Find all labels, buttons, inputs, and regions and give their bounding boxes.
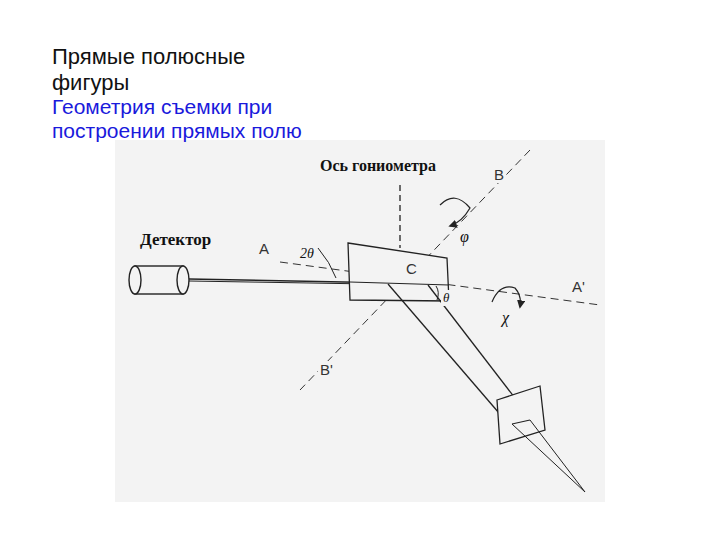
source-cone bbox=[512, 424, 585, 492]
sample-edge bbox=[350, 282, 449, 285]
slit-opening bbox=[512, 420, 530, 424]
axis-label: Ось гониометра bbox=[318, 157, 438, 175]
point-label: A' bbox=[570, 278, 587, 295]
detector-symbol bbox=[129, 266, 189, 294]
point-label: C bbox=[404, 260, 419, 277]
angle-label: 2θ bbox=[298, 246, 316, 262]
incident-beam bbox=[388, 284, 505, 420]
source-cone bbox=[530, 420, 585, 492]
angle-label: χ bbox=[500, 309, 511, 327]
angle-label: θ bbox=[441, 290, 451, 306]
rotation-arrow bbox=[440, 198, 470, 226]
scan-ground bbox=[115, 140, 605, 502]
angle-arc bbox=[436, 286, 438, 300]
angle-arc bbox=[318, 248, 336, 278]
rotation-arrow bbox=[492, 287, 520, 307]
point-label: B bbox=[492, 166, 506, 183]
slide-title: Прямые полюсные фигуры bbox=[52, 44, 292, 96]
angle-label: φ bbox=[458, 228, 471, 246]
axis-b bbox=[300, 150, 530, 390]
subtitle: Геометрия съемки при построении прямых п… bbox=[52, 95, 314, 143]
point-label: A bbox=[257, 240, 271, 257]
detector-label: Детектор bbox=[138, 230, 213, 250]
point-label: B' bbox=[318, 361, 335, 378]
goniometer-axis bbox=[399, 185, 400, 248]
slit-window bbox=[497, 386, 545, 444]
